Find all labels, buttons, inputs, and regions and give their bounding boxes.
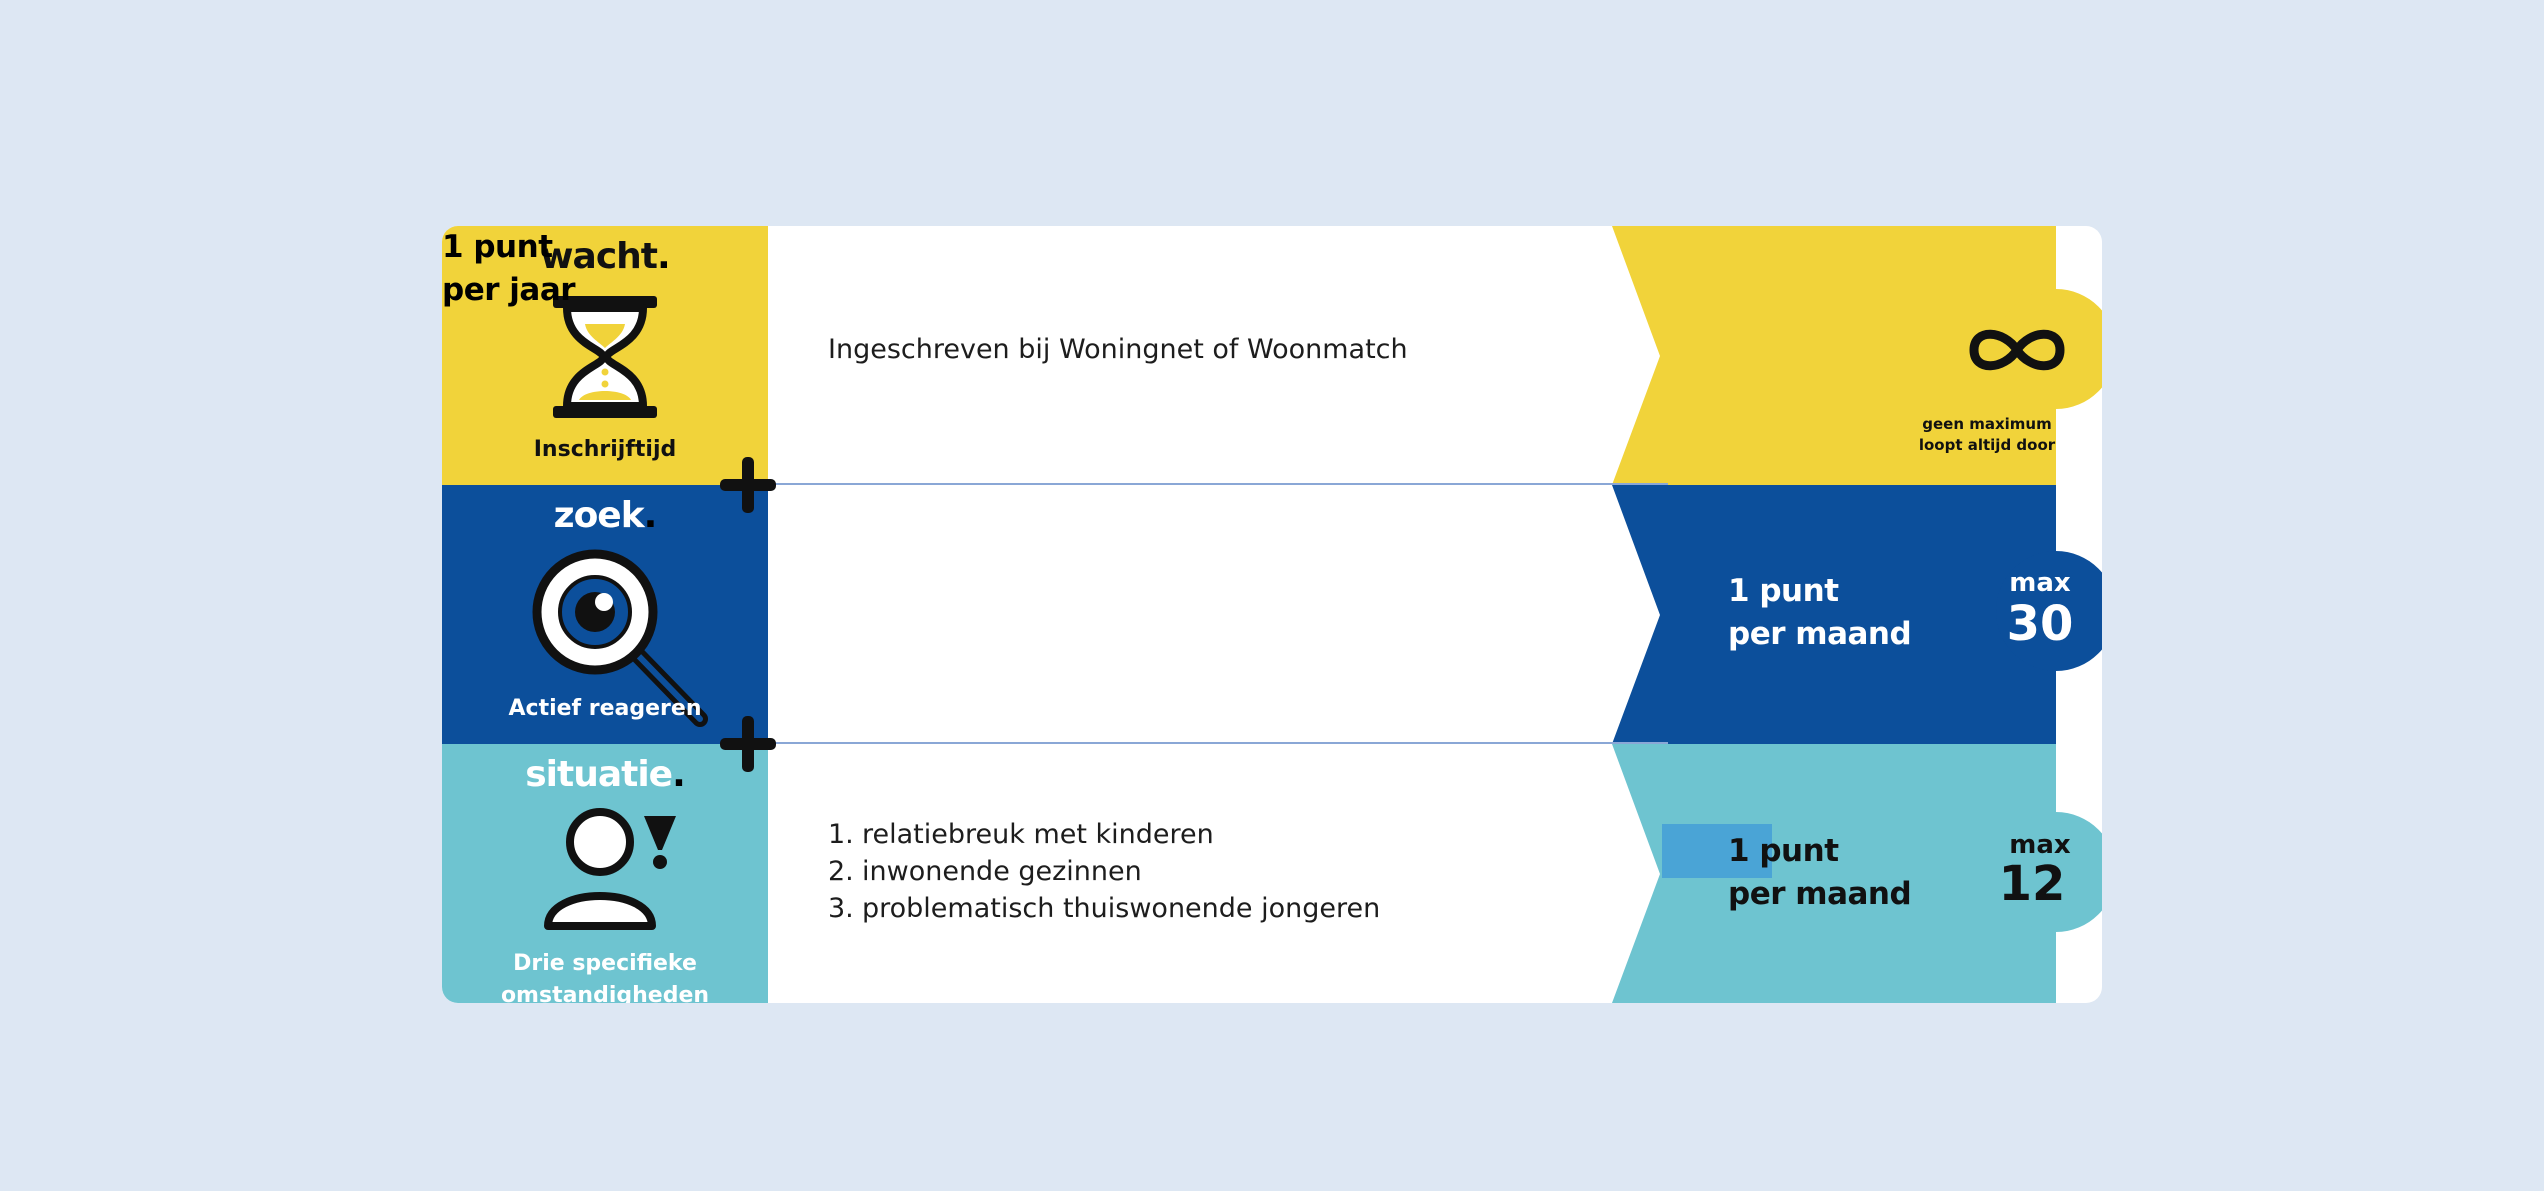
description-area: 1.relatiebreuk met kinderen 2.inwonende …	[768, 744, 1668, 1003]
category-label: Drie specifieke omstandigheden	[500, 951, 710, 1003]
description-area	[768, 485, 1668, 744]
category-zoek: zoek. Actief reageren	[442, 485, 768, 744]
row-wacht: wacht. Inschrijftijd Ingeschreven bij Wo…	[442, 226, 2102, 485]
category-title: zoek.	[553, 495, 658, 536]
person-exclamation-icon	[442, 804, 768, 934]
category-title: situatie.	[525, 754, 686, 795]
hourglass-icon	[442, 292, 768, 422]
row-divider	[768, 742, 1668, 744]
infinity-icon	[1969, 329, 2065, 371]
category-title: wacht.	[540, 236, 670, 277]
points-card: wacht. Inschrijftijd Ingeschreven bij Wo…	[442, 226, 2102, 1003]
points-wacht: 1 punt per jaar	[442, 229, 576, 308]
list-item: 2.inwonende gezinnen	[828, 856, 1142, 887]
circumstances-list: 1.relatiebreuk met kinderen 2.inwonende …	[828, 816, 1380, 927]
list-item: 3.problematisch thuiswonende jongeren	[828, 893, 1381, 924]
points-area-wacht	[1612, 226, 2102, 485]
max-note: geen maximum loopt altijd door	[1918, 415, 2056, 454]
category-situatie: situatie. Drie specifieke omstandigheden	[442, 744, 768, 1003]
points-area-zoek	[1612, 485, 2102, 744]
row-divider	[768, 483, 1668, 485]
plus-icon	[720, 716, 776, 772]
points-area-situatie	[1612, 744, 2102, 1003]
category-wacht: wacht. Inschrijftijd	[442, 226, 768, 485]
row-situatie: situatie. Drie specifieke omstandigheden…	[442, 744, 2102, 1003]
magnifier-eye-icon	[442, 547, 768, 737]
points-zoek: 1 punt per maand	[1728, 573, 1912, 652]
row-zoek: zoek. Actief reageren	[442, 485, 2102, 744]
list-item: 1.relatiebreuk met kinderen	[828, 819, 1214, 850]
text-highlight	[1662, 824, 1772, 878]
plus-icon	[720, 457, 776, 513]
category-label: Inschrijftijd	[533, 437, 677, 462]
points-situatie: 1 punt per maand	[1728, 833, 1912, 912]
category-label: Actief reageren	[508, 696, 702, 721]
description-area: Ingeschreven bij Woningnet of Woonmatch	[768, 226, 1668, 485]
description-text: Ingeschreven bij Woningnet of Woonmatch	[828, 334, 1408, 365]
